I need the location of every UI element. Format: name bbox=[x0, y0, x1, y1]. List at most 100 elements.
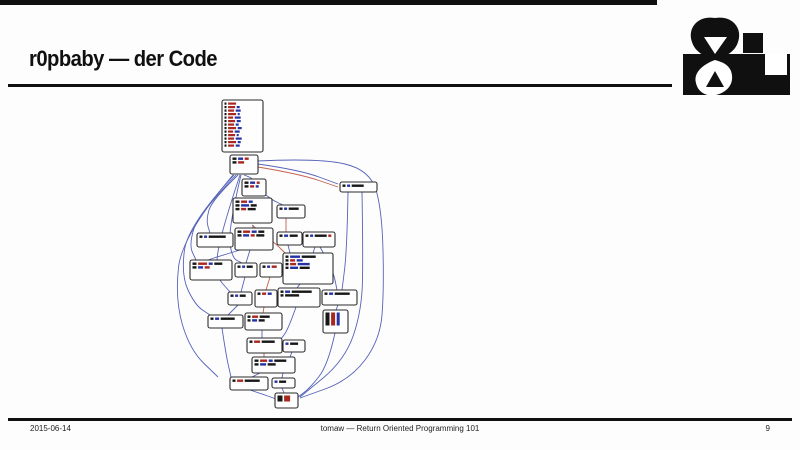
asm-text-fragment bbox=[237, 113, 240, 116]
footer-page-number: 9 bbox=[765, 424, 770, 433]
graph-node-block-exit bbox=[274, 392, 299, 409]
graph-node-block-left1 bbox=[196, 232, 234, 248]
asm-text-fragment bbox=[228, 120, 236, 123]
asm-text-fragment bbox=[284, 207, 288, 210]
asm-text-fragment bbox=[198, 266, 204, 269]
asm-text-fragment bbox=[228, 130, 234, 133]
graph-node-block-left2 bbox=[189, 259, 233, 281]
asm-text-fragment bbox=[285, 290, 291, 293]
asm-text-fragment bbox=[241, 204, 250, 207]
asm-text-fragment bbox=[256, 234, 265, 237]
asm-text-fragment bbox=[228, 106, 236, 109]
asm-text-fragment bbox=[228, 123, 235, 126]
graph-node-block-w bbox=[251, 356, 296, 374]
asm-text-fragment bbox=[310, 234, 314, 237]
asm-text-fragment bbox=[224, 116, 227, 119]
asm-text-fragment bbox=[235, 204, 240, 207]
asm-text-fragment bbox=[235, 294, 239, 297]
graph-node-block-q bbox=[277, 287, 321, 308]
top-bar bbox=[0, 0, 657, 5]
asm-text-fragment bbox=[243, 234, 250, 237]
graph-node-block-s bbox=[207, 314, 244, 329]
asm-text-fragment bbox=[228, 102, 237, 105]
title-underline bbox=[8, 84, 672, 87]
graph-node-block-i bbox=[321, 289, 358, 306]
asm-text-fragment bbox=[280, 290, 284, 293]
asm-text-fragment bbox=[271, 265, 277, 268]
asm-text-fragment bbox=[290, 262, 297, 266]
asm-text-fragment bbox=[228, 109, 235, 112]
asm-text-fragment bbox=[250, 181, 256, 184]
asm-text-fragment bbox=[235, 109, 241, 112]
slide-title: r0pbaby — der Code bbox=[29, 46, 218, 71]
asm-text-fragment bbox=[267, 265, 271, 268]
graph-edge-blue bbox=[190, 174, 237, 261]
asm-text-fragment bbox=[239, 294, 246, 297]
asm-text-fragment bbox=[232, 379, 236, 382]
asm-text-fragment bbox=[334, 292, 350, 295]
asm-text-fragment bbox=[258, 319, 265, 322]
asm-text-fragment bbox=[235, 207, 240, 211]
asm-text-fragment bbox=[234, 116, 241, 119]
asm-text-fragment bbox=[251, 230, 257, 233]
asm-text-fragment bbox=[224, 144, 227, 147]
asm-text-fragment bbox=[280, 294, 284, 297]
asm-text-fragment bbox=[228, 134, 236, 137]
asm-text-fragment bbox=[192, 266, 197, 269]
asm-text-fragment bbox=[296, 259, 303, 262]
asm-text-fragment bbox=[238, 157, 244, 160]
asm-text-fragment bbox=[289, 234, 298, 237]
graph-edge-blue bbox=[257, 163, 339, 185]
asm-text-fragment bbox=[208, 262, 213, 265]
asm-text-fragment bbox=[224, 113, 227, 116]
asm-text-fragment bbox=[284, 234, 289, 237]
asm-text-fragment bbox=[247, 319, 251, 322]
graph-node-block-d bbox=[276, 204, 306, 219]
asm-text-fragment bbox=[228, 137, 235, 140]
asm-text-fragment bbox=[238, 161, 245, 164]
asm-text-fragment bbox=[208, 235, 226, 238]
asm-text-fragment bbox=[288, 207, 299, 210]
asm-text-fragment bbox=[252, 315, 259, 318]
graph-edge-blue bbox=[296, 283, 301, 289]
asm-text-fragment bbox=[285, 266, 289, 269]
asm-text-fragment bbox=[314, 234, 327, 237]
asm-text-fragment bbox=[214, 262, 223, 265]
graph-edge-blue bbox=[335, 304, 339, 311]
graph-edge-blue bbox=[312, 246, 316, 254]
asm-text-fragment bbox=[328, 234, 332, 237]
graph-node-block-v bbox=[282, 339, 306, 353]
hourglass-checker-logo bbox=[683, 17, 790, 96]
asm-text-fragment bbox=[299, 266, 310, 269]
asm-text-fragment bbox=[285, 262, 289, 266]
asm-text-fragment bbox=[244, 185, 249, 188]
asm-text-fragment bbox=[279, 207, 283, 210]
graph-edge-blue bbox=[281, 372, 284, 379]
graph-node-block-j bbox=[322, 309, 349, 334]
asm-text-fragment bbox=[255, 185, 259, 188]
asm-text-fragment bbox=[260, 359, 268, 362]
asm-text-fragment bbox=[274, 359, 287, 362]
asm-text-fragment bbox=[204, 266, 210, 269]
asm-text-fragment bbox=[244, 181, 249, 184]
graph-edge-red bbox=[257, 166, 339, 188]
asm-text-fragment bbox=[252, 319, 258, 322]
asm-text-fragment bbox=[290, 259, 296, 262]
asm-text-fragment bbox=[331, 312, 336, 326]
asm-text-fragment bbox=[237, 127, 242, 130]
graph-node-block-g bbox=[302, 231, 336, 248]
asm-text-fragment bbox=[235, 200, 240, 203]
asm-text-fragment bbox=[351, 184, 364, 187]
asm-text-fragment bbox=[215, 317, 220, 320]
asm-text-fragment bbox=[237, 141, 241, 144]
graph-node-block-y bbox=[271, 377, 296, 389]
asm-text-fragment bbox=[285, 294, 300, 297]
asm-text-fragment bbox=[232, 157, 237, 160]
asm-text-fragment bbox=[305, 234, 309, 237]
graph-node-block-m bbox=[234, 262, 258, 278]
graph-edge-blue bbox=[182, 174, 235, 316]
asm-text-fragment bbox=[199, 235, 203, 238]
asm-text-fragment bbox=[237, 230, 242, 233]
asm-text-fragment bbox=[230, 294, 234, 297]
